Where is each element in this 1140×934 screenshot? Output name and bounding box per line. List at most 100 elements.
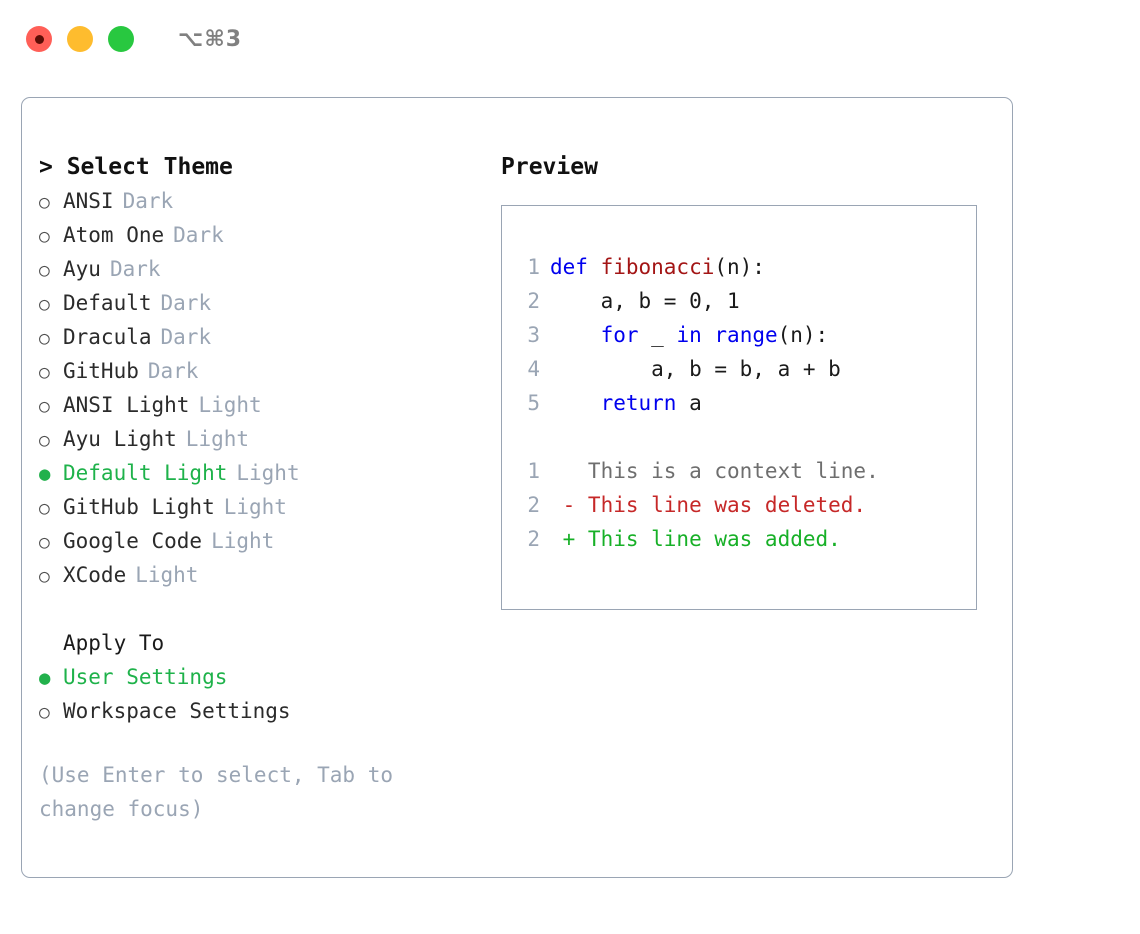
code-line-number: 4 — [527, 357, 540, 381]
section-spacer — [39, 592, 479, 626]
theme-option-kind: Light — [135, 563, 199, 587]
code-token-plain: (n): — [777, 323, 829, 347]
code-line-text: for _ in range(n): — [550, 318, 829, 352]
theme-option-kind: Dark — [160, 291, 212, 315]
theme-option-ansi-light[interactable]: ○ ANSI Light Light — [39, 388, 479, 422]
code-line-number: 2 — [527, 289, 540, 313]
theme-option-kind: Light — [211, 529, 275, 553]
close-icon — [34, 34, 44, 44]
theme-option-label: Google Code — [63, 529, 203, 553]
theme-option-github[interactable]: ○ GitHub Dark — [39, 354, 479, 388]
radio-unselected-icon: ○ — [39, 532, 50, 553]
minimize-button[interactable] — [67, 26, 93, 52]
code-token-plain — [702, 323, 715, 347]
theme-option-label: ANSI Light — [63, 393, 190, 417]
code-token-plain: (n): — [714, 255, 765, 279]
theme-option-label: Dracula — [63, 325, 152, 349]
radio-unselected-icon: ○ — [39, 328, 50, 349]
radio-unselected-icon: ○ — [39, 226, 50, 247]
radio-unselected-icon: ○ — [39, 702, 50, 723]
radio-unselected-icon: ○ — [39, 260, 50, 281]
theme-option-label: XCode — [63, 563, 127, 587]
code-token-plain: a — [676, 391, 702, 415]
code-token-kw: in — [676, 323, 702, 347]
diff-line-text: + This line was added. — [550, 527, 841, 551]
theme-option-github-light[interactable]: ○ GitHub Light Light — [39, 490, 479, 524]
traffic-lights — [26, 26, 134, 52]
diff-line-text: This is a context line. — [550, 459, 879, 483]
diff-line-number: 2 — [527, 527, 540, 551]
code-line: 5 return a — [516, 386, 976, 420]
radio-unselected-icon: ○ — [39, 566, 50, 587]
theme-option-kind: Dark — [160, 325, 212, 349]
code-line: 4 a, b = b, a + b — [516, 352, 976, 386]
theme-option-kind: Light — [198, 393, 262, 417]
radio-unselected-icon: ○ — [39, 192, 50, 213]
radio-unselected-icon: ○ — [39, 430, 50, 451]
theme-option-label: Default Light — [63, 461, 228, 485]
radio-selected-icon: ● — [39, 667, 51, 689]
apply-to-option-label: Workspace Settings — [63, 699, 291, 723]
theme-option-dracula[interactable]: ○ Dracula Dark — [39, 320, 479, 354]
theme-option-label: Atom One — [63, 223, 165, 247]
apply-to-option-label: User Settings — [63, 665, 228, 689]
theme-option-xcode[interactable]: ○ XCode Light — [39, 558, 479, 592]
diff-line-number: 1 — [527, 459, 540, 483]
code-token-plain: _ — [638, 323, 677, 347]
diff-line-text: - This line was deleted. — [550, 493, 867, 517]
code-token-plain — [550, 391, 601, 415]
diff-line-number: 2 — [527, 493, 540, 517]
close-button[interactable] — [26, 26, 52, 52]
theme-option-kind: Light — [223, 495, 287, 519]
keyboard-shortcut-label: ⌥⌘3 — [178, 26, 243, 52]
code-token-kw: def — [550, 255, 601, 279]
window-titlebar: ⌥⌘3 — [0, 0, 1140, 78]
radio-unselected-icon: ○ — [39, 498, 50, 519]
theme-option-label: Ayu Light — [63, 427, 177, 451]
radio-unselected-icon: ○ — [39, 396, 50, 417]
theme-option-label: GitHub Light — [63, 495, 215, 519]
radio-unselected-icon: ○ — [39, 294, 50, 315]
theme-option-label: GitHub — [63, 359, 139, 383]
theme-option-ayu[interactable]: ○ Ayu Dark — [39, 252, 479, 286]
apply-to-option-workspace-settings[interactable]: ○ Workspace Settings — [39, 694, 479, 728]
code-token-fn: fibonacci — [600, 255, 715, 279]
theme-option-kind: Dark — [109, 257, 161, 281]
code-line-text: def fibonacci(n): — [550, 250, 765, 284]
preview-heading: Preview — [501, 154, 598, 180]
apply-to-list: ● User Settings ○ Workspace Settings — [39, 660, 479, 728]
apply-to-heading: Apply To — [63, 631, 165, 655]
code-token-plain — [550, 323, 601, 347]
theme-option-google-code[interactable]: ○ Google Code Light — [39, 524, 479, 558]
diff-line: 1 This is a context line. — [516, 454, 976, 488]
apply-to-option-user-settings[interactable]: ● User Settings — [39, 660, 479, 694]
theme-option-label: Ayu — [63, 257, 101, 281]
diff-line: 2 - This line was deleted. — [516, 488, 976, 522]
code-line-text: a, b = b, a + b — [550, 352, 841, 386]
diff-sample: 1 This is a context line.2 - This line w… — [516, 454, 976, 556]
code-token-kw: for — [600, 323, 639, 347]
theme-option-kind: Dark — [147, 359, 199, 383]
code-line: 2 a, b = 0, 1 — [516, 284, 976, 318]
theme-picker-heading: > Select Theme — [39, 154, 233, 180]
theme-option-kind: Dark — [122, 189, 174, 213]
maximize-button[interactable] — [108, 26, 134, 52]
radio-unselected-icon: ○ — [39, 362, 50, 383]
code-token-kw: return — [600, 391, 677, 415]
code-line-number: 5 — [527, 391, 540, 415]
code-line-text: a, b = 0, 1 — [550, 284, 740, 318]
code-spacer — [516, 420, 976, 454]
code-token-kw: range — [714, 323, 778, 347]
